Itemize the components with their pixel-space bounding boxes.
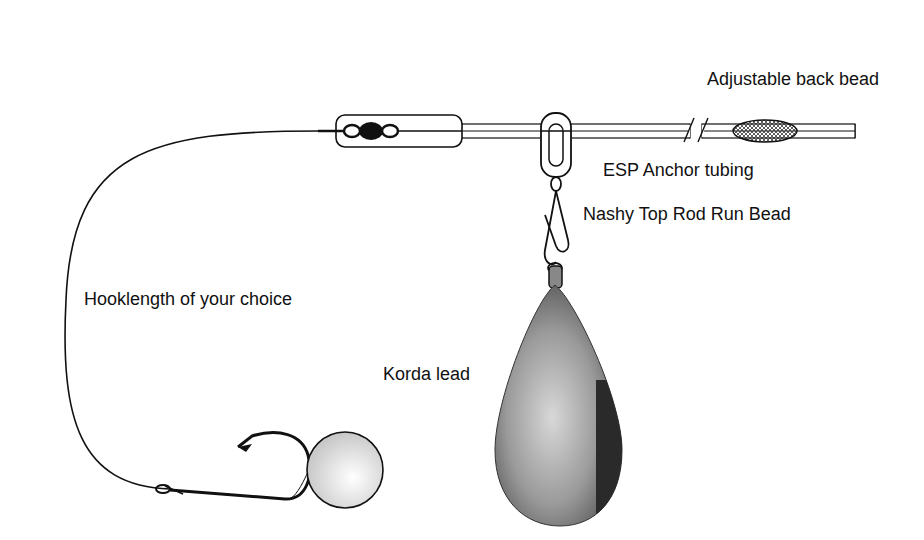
break-mark bbox=[698, 118, 708, 142]
anchor-tubing bbox=[462, 124, 690, 138]
boilie-bait bbox=[307, 432, 383, 508]
hook bbox=[156, 433, 310, 499]
break-mark bbox=[684, 118, 694, 142]
swivel-sleeve bbox=[336, 115, 462, 147]
part-label: Nashy Top Rod Run Bead bbox=[583, 204, 791, 226]
run-bead bbox=[541, 113, 571, 177]
part-label: Hooklength of your choice bbox=[84, 289, 292, 311]
part-label: ESP Anchor tubing bbox=[603, 160, 754, 182]
back-bead bbox=[733, 120, 797, 142]
snap-link bbox=[545, 177, 569, 273]
part-label: Adjustable back bead bbox=[707, 69, 879, 91]
hooklength bbox=[65, 131, 320, 489]
part-label: Korda lead bbox=[383, 364, 470, 386]
lead-swivel bbox=[549, 266, 562, 288]
lead-band bbox=[596, 380, 626, 530]
swivel bbox=[318, 122, 462, 140]
